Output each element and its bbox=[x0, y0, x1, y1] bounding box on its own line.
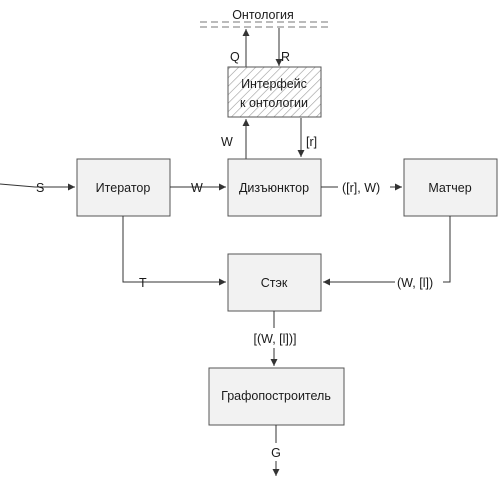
disjunctor-label: Дизъюнктор bbox=[239, 181, 309, 195]
iterator-to-disjunctor-label: W bbox=[191, 181, 203, 195]
stack-label: Стэк bbox=[261, 276, 288, 290]
input-s-arrow bbox=[0, 183, 75, 191]
label-background bbox=[395, 272, 443, 292]
graph-builder-label: Графопостроитель bbox=[221, 389, 331, 403]
matcher-block bbox=[403, 158, 498, 217]
input-s-label: S bbox=[36, 181, 44, 195]
ontology-boundary bbox=[200, 21, 332, 28]
matcher-to-stack-arrow bbox=[323, 216, 451, 286]
ontology-label: Онтология bbox=[232, 8, 294, 22]
stack-block bbox=[227, 253, 322, 312]
matcher-to-stack-label: (W, [l]) bbox=[397, 276, 433, 290]
interface-to-disj-label: [r] bbox=[306, 135, 317, 149]
iterator-to-stack-arrow bbox=[122, 216, 226, 286]
disj-to-interface-label: W bbox=[221, 135, 233, 149]
iterator-label: Итератор bbox=[96, 181, 151, 195]
ontology-interface-label-line1: Интерфейс bbox=[241, 77, 307, 91]
graph-output-label: G bbox=[271, 446, 281, 460]
stack-to-graph-label: [(W, [l])] bbox=[253, 332, 296, 346]
query-label: Q bbox=[230, 50, 240, 64]
label-background bbox=[246, 328, 304, 348]
label-background bbox=[268, 443, 284, 461]
graph-builder-block bbox=[208, 367, 345, 426]
response-label: R bbox=[281, 50, 290, 64]
matcher-label: Матчер bbox=[428, 181, 471, 195]
iterator-to-stack-label: T bbox=[139, 276, 147, 290]
ontology-interface-block bbox=[227, 66, 322, 118]
disjunctor-to-matcher-label: ([r], W) bbox=[342, 181, 380, 195]
ontology-interface-label-line2: к онтологии bbox=[240, 96, 308, 110]
label-background bbox=[338, 177, 390, 197]
